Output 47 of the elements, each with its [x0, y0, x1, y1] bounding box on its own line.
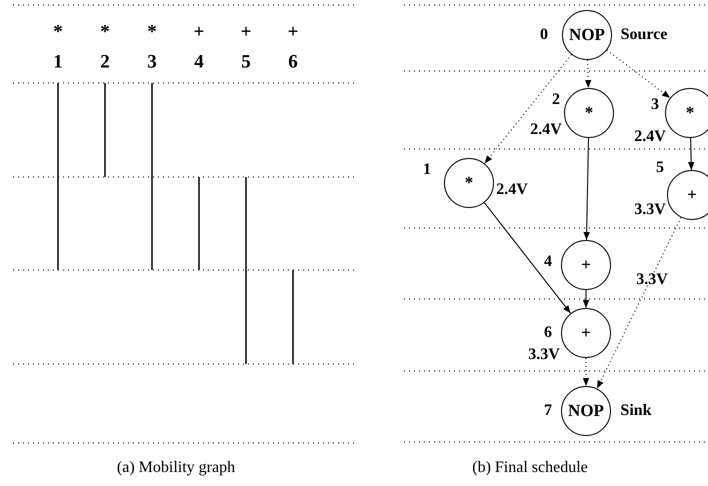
operation-number: 5: [241, 52, 251, 72]
node-annotation: Sink: [620, 403, 652, 419]
operation-number: 4: [194, 52, 204, 72]
operation-circle: NOP: [561, 386, 611, 436]
node-number: 3: [651, 97, 659, 113]
node-number: 0: [540, 27, 548, 43]
arrow: [582, 290, 590, 308]
operation-symbol: *: [53, 22, 63, 42]
operation-circle: *: [444, 158, 494, 208]
operation-symbol: *: [147, 22, 157, 42]
operation-symbol: +: [240, 22, 252, 42]
operation-circle: *: [564, 88, 614, 138]
operation-symbol: +: [288, 22, 298, 42]
node-number: 1: [423, 162, 431, 178]
node-number: 2: [552, 92, 560, 108]
node-annotation: 2.4V: [634, 129, 666, 145]
operation-circle: +: [561, 240, 611, 290]
node-number: 7: [544, 403, 552, 419]
node-number: 6: [544, 325, 552, 341]
node-annotation: 3.3V: [528, 347, 560, 363]
arrow: [584, 60, 592, 88]
operation-number: 1: [53, 52, 63, 72]
operation-circle: NOP: [562, 10, 612, 60]
node-number: 5: [656, 160, 664, 176]
operation-circle: *: [665, 88, 708, 138]
operation-number: 3: [147, 52, 157, 72]
panel-caption: (b) Final schedule: [472, 459, 588, 477]
operation-symbol: *: [100, 22, 110, 42]
arrow: [606, 50, 671, 98]
arrow: [583, 138, 590, 240]
arrow: [484, 54, 572, 164]
operation-circle: +: [667, 170, 708, 220]
node-annotation: Source: [620, 27, 668, 43]
node-annotation: 2.4V: [496, 182, 528, 198]
arrow: [484, 202, 572, 314]
node-annotation: 3.3V: [636, 272, 668, 288]
node-annotation: 2.4V: [530, 122, 562, 138]
node-number: 4: [544, 254, 552, 270]
operation-number: 6: [288, 52, 298, 72]
operation-circle: +: [561, 308, 611, 358]
panel-caption: (a) Mobility graph: [116, 459, 236, 477]
arrow: [596, 216, 682, 390]
node-annotation: 3.3V: [634, 202, 666, 218]
arrow: [582, 358, 590, 386]
operation-number: 2: [100, 52, 110, 72]
arrow: [688, 138, 694, 170]
operation-symbol: +: [194, 22, 204, 42]
